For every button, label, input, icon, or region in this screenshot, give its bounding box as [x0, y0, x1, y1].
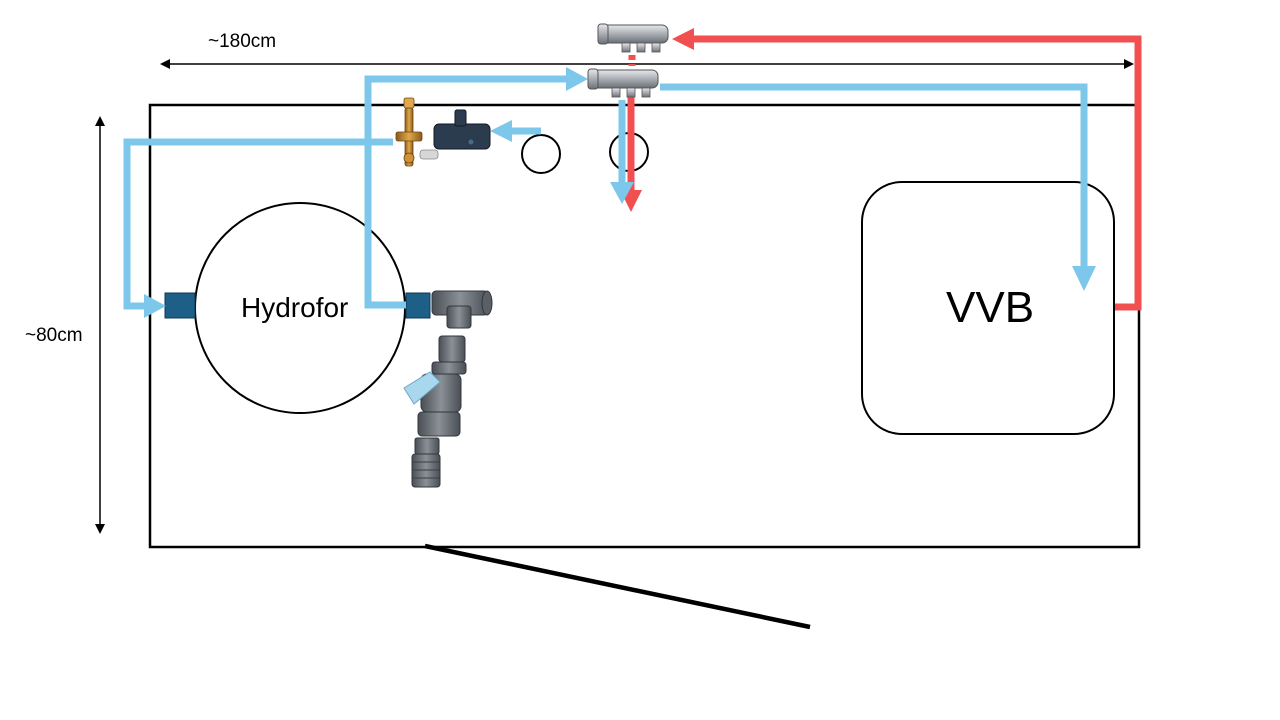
- hot-arrow-head-manifold: [672, 28, 694, 50]
- vvb-label: VVB: [946, 283, 1035, 332]
- door-line: [424, 543, 811, 630]
- vvb-boiler: [861, 181, 1115, 435]
- hydrofor-label: Hydrofor: [241, 292, 349, 323]
- height-dimension-arrow: [95, 116, 105, 534]
- hydrofor-port-right: [405, 292, 431, 319]
- pvc-tee-icon: [431, 290, 493, 329]
- cold-arrow-head-manifold: [566, 67, 588, 91]
- cold-arrow-head-hydrofor: [144, 294, 166, 318]
- brass-valve-icon: [395, 97, 439, 167]
- water-filter-icon: [433, 109, 491, 150]
- cold-arrow-head-filter: [490, 120, 512, 142]
- cold-arrow-head-down: [610, 182, 634, 204]
- drain-circle-left: [521, 134, 561, 174]
- cold-water-pipe: [123, 75, 1088, 310]
- width-dimension-arrow: [160, 59, 1134, 69]
- room-outline: [148, 103, 1141, 549]
- manifold-icon: [587, 68, 659, 98]
- width-dimension-label: ~180cm: [208, 31, 277, 52]
- pvc-ball-valve-icon: [403, 335, 467, 437]
- hose-adapter-icon: [411, 437, 441, 488]
- height-dimension-label: ~80cm: [25, 325, 83, 346]
- hot-water-pipe: [627, 35, 1142, 311]
- manifold-icon: [597, 23, 669, 53]
- cold-arrow-head-vvb: [1072, 266, 1096, 291]
- hydrofor-port-left: [164, 292, 196, 319]
